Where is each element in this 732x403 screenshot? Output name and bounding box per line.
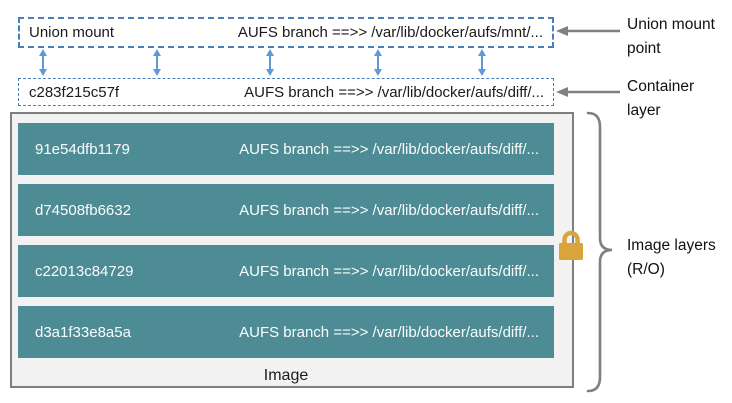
image-box: 91e54dfb1179 AUFS branch ==>> /var/lib/d… [10,112,574,388]
container-layer-id: c283f215c57f [29,83,120,101]
right-curly-brace-icon [586,111,613,393]
image-layer-row: d3a1f33e8a5a AUFS branch ==>> /var/lib/d… [18,306,554,358]
layer-branch-path: AUFS branch ==>> /var/lib/docker/aufs/di… [239,201,539,219]
up-down-arrow-icon [39,49,47,76]
union-mount-label: Union mount [29,24,115,41]
layer-id: c22013c84729 [35,262,134,280]
union-mount-point-label: Union mount point [627,16,715,58]
image-layers-label: Image layers (R/O) [627,237,716,279]
layer-id: d3a1f33e8a5a [35,323,131,341]
union-mount-branch-path: AUFS branch ==>> /var/lib/docker/aufs/mn… [237,24,543,41]
layer-id: 91e54dfb1179 [35,140,130,158]
up-down-arrow-icon [478,49,486,76]
union-mount-box: Union mount AUFS branch ==>> /var/lib/do… [18,17,554,48]
image-layer-row: 91e54dfb1179 AUFS branch ==>> /var/lib/d… [18,123,554,175]
sync-arrows [39,49,486,76]
left-arrow-icon [556,87,620,97]
layer-id: d74508fb6632 [35,201,131,219]
image-layer-row: c22013c84729 AUFS branch ==>> /var/lib/d… [18,245,554,297]
left-arrow-icon [556,26,620,36]
layer-branch-path: AUFS branch ==>> /var/lib/docker/aufs/di… [239,140,539,158]
up-down-arrow-icon [153,49,161,76]
layer-branch-path: AUFS branch ==>> /var/lib/docker/aufs/di… [239,262,539,280]
image-label: Image [263,367,309,384]
layer-branch-path: AUFS branch ==>> /var/lib/docker/aufs/di… [239,323,539,341]
up-down-arrow-icon [266,49,274,76]
container-layer-box: c283f215c57f AUFS branch ==>> /var/lib/d… [18,78,554,106]
lock-icon [559,230,583,260]
image-layer-row: d74508fb6632 AUFS branch ==>> /var/lib/d… [18,184,554,236]
up-down-arrow-icon [374,49,382,76]
container-layer-branch-path: AUFS branch ==>> /var/lib/docker/aufs/di… [244,83,544,101]
container-layer-label: Container layer [627,78,695,120]
